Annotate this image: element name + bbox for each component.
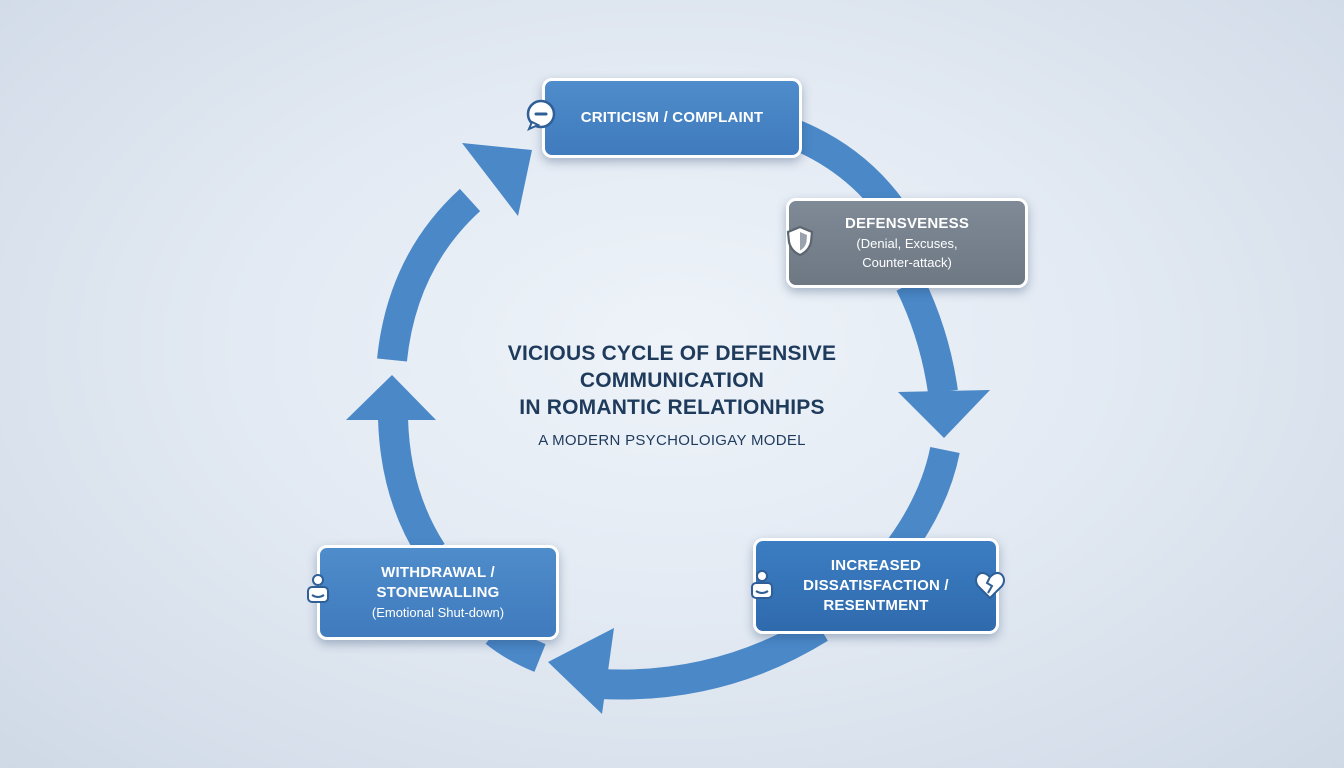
arrowhead-bottom-left: [548, 628, 614, 714]
arrow-arc-left-lower: [378, 417, 445, 561]
title-line-3: IN ROMANTIC RELATIONHIPS: [519, 396, 825, 419]
diagram-title: VICIOUS CYCLE OF DEFENSIVE COMMUNICATION…: [432, 340, 912, 421]
broken-heart-icon: [975, 571, 1005, 600]
shield-icon: [786, 225, 814, 257]
node-defensiveness-sub-2: Counter-attack): [862, 255, 952, 270]
arrowhead-top-left: [462, 143, 532, 216]
arrow-arc-left-upper: [377, 188, 481, 362]
title-line-2: COMMUNICATION: [579, 369, 765, 392]
node-criticism-title: CRITICISM / COMPLAINT: [580, 109, 764, 126]
diagram-subtitle: A MODERN PSYCHOLOIGAY MODEL: [538, 432, 806, 449]
node-criticism: CRITICISM / COMPLAINT: [542, 78, 802, 158]
arrowhead-right-down: [898, 390, 990, 438]
node-defensiveness-title: DEFENSVENESS: [844, 215, 970, 232]
node-withdrawal-sub: (Emotional Shut-down): [371, 605, 505, 620]
node-withdrawal: WITHDRAWAL / STONEWALLING (Emotional Shu…: [317, 545, 559, 640]
node-increased-title-2: DISSATISFACTION /: [803, 577, 949, 594]
person-icon: [307, 574, 329, 603]
arrowhead-left-up: [346, 375, 436, 420]
arrow-arc-right-upper: [896, 277, 958, 395]
node-defensiveness-sub-1: (Denial, Excuses,: [856, 236, 958, 251]
node-increased-title-1: INCREASED: [830, 557, 922, 574]
node-defensiveness: DEFENSVENESS (Denial, Excuses, Counter-a…: [786, 198, 1028, 288]
node-increased-title-3: RESENTMENT: [823, 597, 929, 614]
person-icon: [751, 570, 773, 599]
arrow-arc-right-lower: [887, 446, 960, 557]
node-withdrawal-title-1: WITHDRAWAL /: [381, 564, 495, 581]
node-increased-dissatisfaction: INCREASED DISSATISFACTION / RESENTMENT: [753, 538, 999, 634]
arrow-arc-bottom: [599, 615, 828, 700]
node-withdrawal-title-2: STONEWALLING: [376, 584, 500, 601]
title-line-1: VICIOUS CYCLE OF DEFENSIVE: [507, 342, 837, 365]
speech-bubble-icon: [526, 99, 556, 131]
